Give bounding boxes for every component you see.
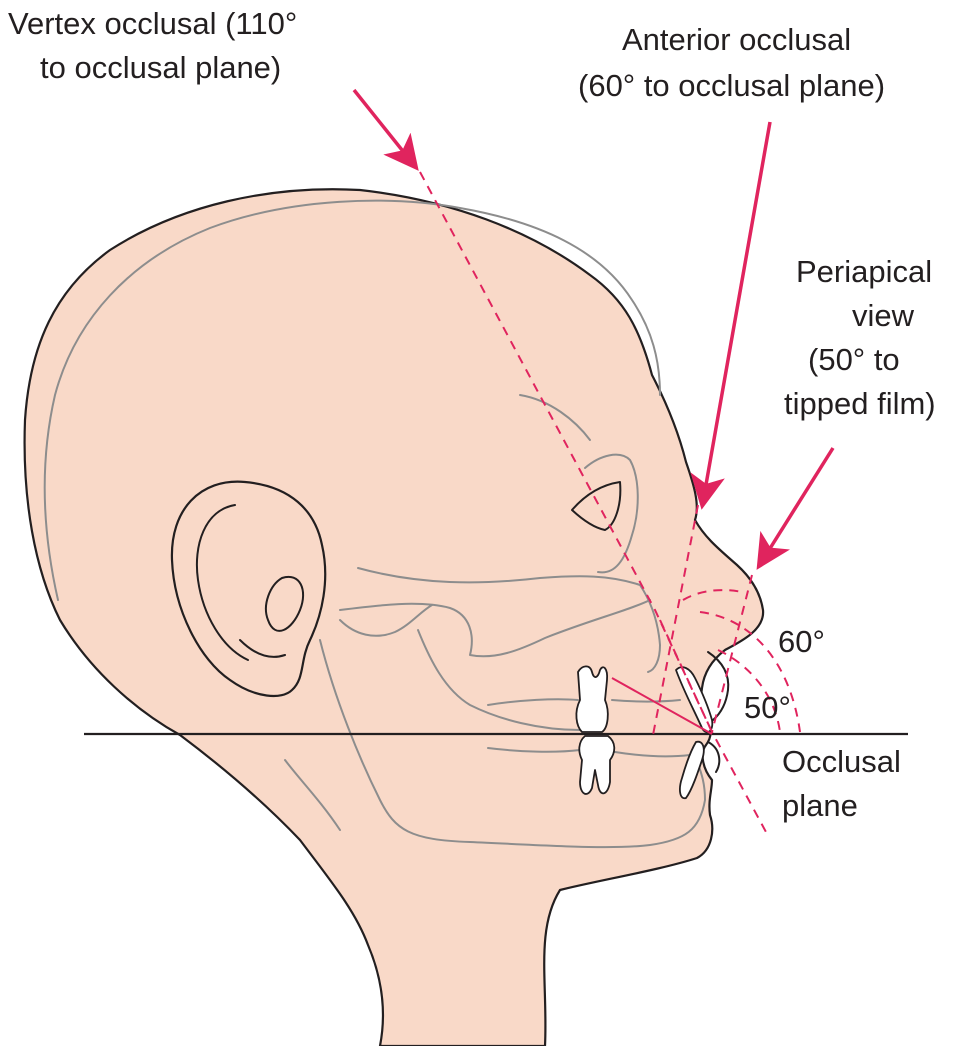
neck-line — [284, 759, 341, 831]
eye-lid — [571, 481, 622, 531]
maxilla-outline — [339, 599, 651, 658]
mandible-outline — [319, 639, 706, 849]
angle-60-label: 60° — [778, 624, 825, 659]
vertex-label-line2: to occlusal plane) — [40, 50, 281, 85]
vertex-label-line1: Vertex occlusal (110° — [8, 6, 297, 41]
central-ray-segment — [611, 677, 713, 735]
ear-antihelix — [264, 575, 305, 632]
angle-arc-60 — [699, 611, 801, 733]
lower-lip — [707, 741, 721, 773]
ear — [170, 480, 327, 697]
lower-molar — [578, 735, 616, 795]
orbit-outline — [584, 453, 639, 574]
film-plane-dashed — [682, 589, 743, 601]
upper-molar — [575, 665, 609, 733]
anterior-beam-dashed — [652, 504, 699, 736]
periapical-film-line — [659, 619, 713, 733]
anterior-label-line1: Anterior occlusal — [622, 22, 851, 57]
occlusal-plane-label-line2: plane — [782, 788, 858, 823]
anterior-label-line2: (60° to occlusal plane) — [578, 68, 885, 103]
vertex-occlusal-arrow — [352, 88, 419, 171]
anterior-occlusal-arrow — [690, 121, 772, 510]
nasal-cavity — [639, 584, 661, 673]
head-silhouette — [23, 188, 765, 1046]
periapical-label-line1: Periapical — [796, 254, 932, 289]
zygomatic-arch — [357, 567, 641, 586]
angle-50-label: 50° — [744, 690, 791, 725]
periapical-label-line2: view — [852, 298, 915, 333]
periapical-arrow — [756, 447, 835, 570]
periapical-beam-dashed — [711, 574, 753, 733]
coronoid-process — [339, 604, 433, 637]
upper-lip — [707, 651, 730, 721]
periapical-label-line3: (50° to — [808, 342, 900, 377]
ear-lobe-fold — [239, 639, 286, 658]
occlusal-plane-label-line1: Occlusal — [782, 744, 901, 779]
lower-incisor — [679, 740, 705, 800]
angle-arc-50 — [717, 649, 781, 733]
lower-gum-line — [487, 747, 691, 758]
mandible-ramus — [417, 629, 581, 731]
upper-gum-line — [487, 698, 681, 706]
brow-ridge — [519, 394, 591, 441]
upper-incisor — [675, 666, 714, 734]
periapical-label-line4: tipped film) — [784, 386, 936, 421]
ear-helix-inner — [195, 504, 249, 661]
skull-outline — [43, 199, 661, 601]
